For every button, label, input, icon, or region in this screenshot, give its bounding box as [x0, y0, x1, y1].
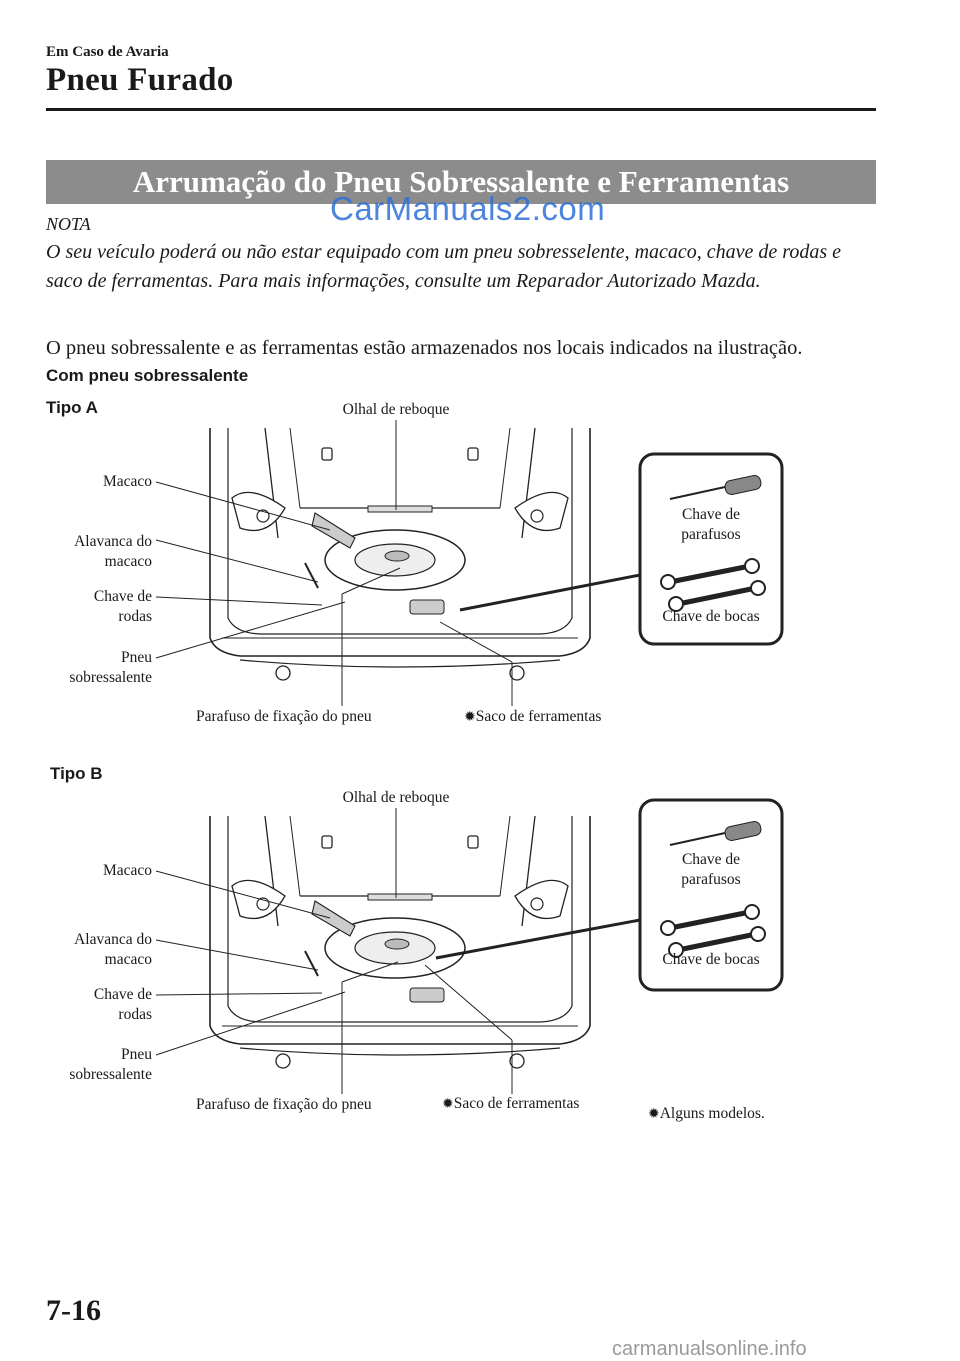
bolt-label: Parafuso de fixação do pneu: [196, 707, 372, 727]
jack-label: Macaco: [20, 861, 152, 881]
spanner-label: Chave de bocas: [640, 950, 782, 970]
trunk-diagram-a: [156, 420, 782, 706]
tow-hook-label: Olhal de reboque: [316, 400, 476, 420]
tool-bag-label: ✹Saco de ferramentas: [442, 1094, 579, 1115]
spanner-label: Chave de bocas: [640, 607, 782, 627]
tow-hook-label: Olhal de reboque: [316, 788, 476, 808]
bolt-label: Parafuso de fixação do pneu: [196, 1095, 372, 1115]
page-number: 7-16: [46, 1294, 101, 1328]
type-b-label: Tipo B: [50, 764, 103, 784]
jack-label: Macaco: [20, 472, 152, 492]
footnote: ✹Alguns modelos.: [648, 1104, 765, 1125]
tool-bag-label: ✹Saco de ferramentas: [464, 707, 601, 728]
trunk-diagram-b: [156, 800, 782, 1094]
type-a-label: Tipo A: [46, 398, 98, 418]
footer-watermark: carmanualsonline.info: [612, 1338, 807, 1361]
